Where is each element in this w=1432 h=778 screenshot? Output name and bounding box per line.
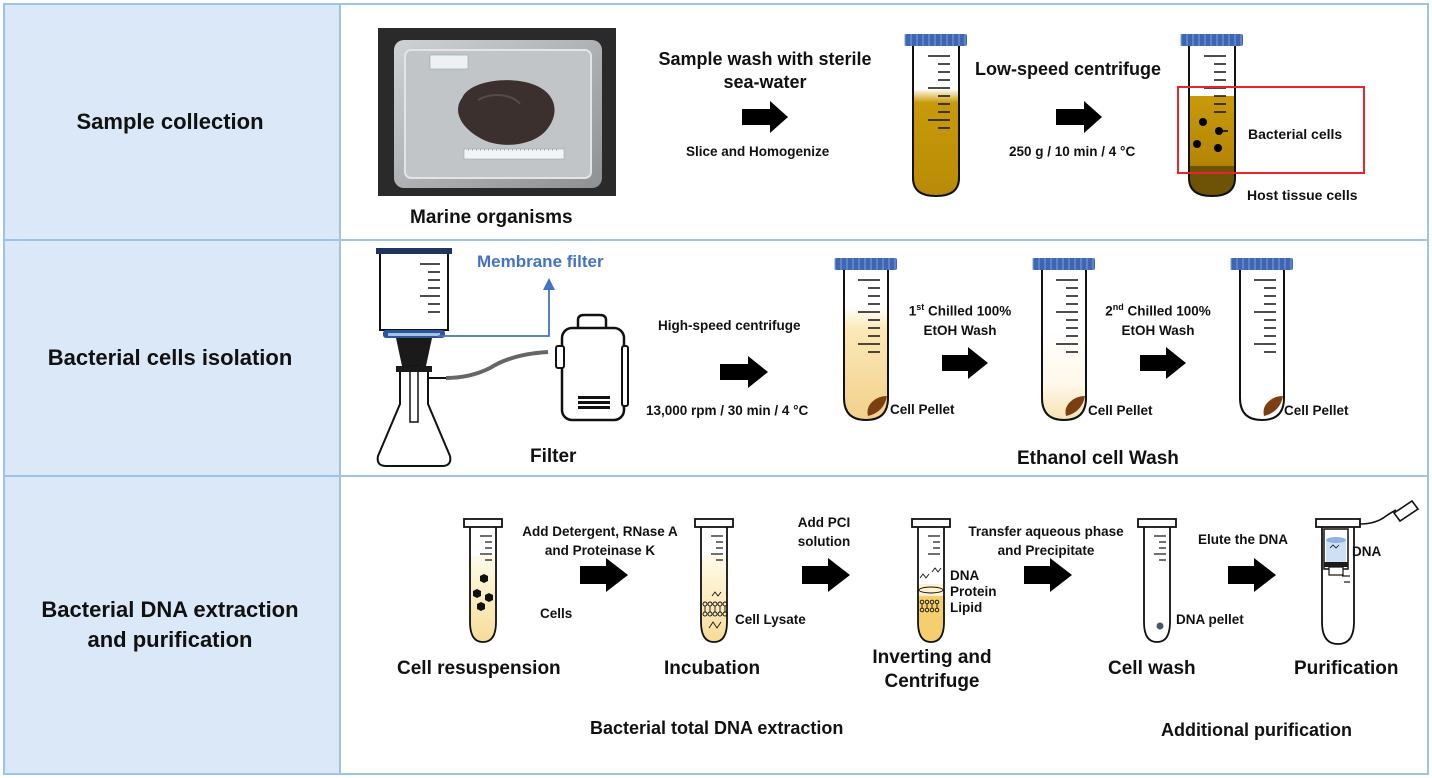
stage-cell-isolation <box>3 239 341 477</box>
stage-cells-isolation: Bacterial cells isolation <box>0 240 340 476</box>
step-3-note: Transfer aqueous phase and Precipitate <box>952 522 1140 560</box>
high-speed-params: 13,000 rpm / 30 min / 4 °C <box>646 403 809 418</box>
tube-pellet-2 <box>1032 258 1095 422</box>
high-speed-title: High-speed centrifuge <box>658 318 801 333</box>
stage-sample-collection: Sample collection <box>0 4 340 240</box>
step-2-note-line1: Add PCI <box>797 515 851 530</box>
bacterial-cells-label: Bacterial cells <box>1248 126 1343 142</box>
caption-cell-wash: Cell wash <box>1108 658 1196 679</box>
stage-cell-collection <box>3 3 341 241</box>
tube-incubation <box>694 518 734 643</box>
wash-2-ordinal: nd <box>1112 302 1124 312</box>
caption-incubation: Incubation <box>664 658 761 679</box>
tube-purification <box>1315 499 1420 645</box>
step-3-note-line2: and Precipitate <box>997 543 1095 558</box>
step-2-note: Add PCI solution <box>784 513 864 551</box>
footer-total-extraction: Bacterial total DNA extraction <box>590 718 844 738</box>
membrane-filter-label: Membrane filter <box>477 252 604 271</box>
stage-label-line1: Bacterial DNA extraction <box>41 597 299 622</box>
bacterial-cells-highlight <box>1177 86 1365 174</box>
arrow-step-3 <box>1024 558 1072 592</box>
protein-layer-label: Protein <box>950 584 997 599</box>
photo-caption: Marine organisms <box>410 207 573 228</box>
wash-2-number: 2 <box>1105 303 1113 319</box>
arrow-step-2 <box>802 558 850 592</box>
caption-resuspension: Cell resuspension <box>397 658 561 679</box>
filter-apparatus <box>376 248 629 467</box>
stage-label-line2: and purification <box>87 627 253 652</box>
wash-1-text-2: EtOH Wash <box>923 322 997 338</box>
pellet-label-3: Cell Pellet <box>1284 403 1349 418</box>
wash-1-ordinal: st <box>916 302 925 312</box>
cell-lysate-label: Cell Lysate <box>735 612 806 627</box>
low-speed-title: Low-speed centrifuge <box>975 59 1162 79</box>
wash-1-text: Chilled 100% <box>924 303 1012 319</box>
wash-1-label: 1st Chilled 100% EtOH Wash <box>898 298 1022 340</box>
lipid-layer-label: Lipid <box>950 600 983 615</box>
tube-inverting <box>911 518 951 643</box>
wash-title: Sample wash with sterile sea-water <box>658 49 872 92</box>
arrow-step-1 <box>580 558 628 592</box>
step-2-note-line2: solution <box>797 534 851 549</box>
filter-caption: Filter <box>530 446 577 467</box>
dna-column-label: DNA <box>1352 544 1382 559</box>
dna-layer-label: DNA <box>950 568 980 583</box>
tube-resuspension <box>463 518 503 643</box>
wash-2-text: Chilled 100% <box>1123 303 1211 319</box>
caption-inverting: Inverting and Centrifuge <box>860 646 1004 694</box>
caption-inverting-line1: Inverting and <box>872 647 992 668</box>
tube-pellet-1 <box>834 258 897 422</box>
dna-pellet-label: DNA pellet <box>1176 612 1244 627</box>
arrow-high-speed <box>720 356 768 388</box>
tube-homogenized <box>904 34 967 198</box>
arrow-step-4 <box>1228 558 1276 592</box>
step-1-note-line1: Add Detergent, RNase A <box>522 524 678 539</box>
tube-cell-wash <box>1137 518 1177 643</box>
stage-label: Sample collection <box>76 109 264 134</box>
caption-inverting-line2: Centrifuge <box>884 671 980 692</box>
step-1-note: Add Detergent, RNase A and Proteinase K <box>508 522 692 560</box>
arrow-low-speed <box>1056 101 1102 133</box>
pellet-label-2: Cell Pellet <box>1088 403 1153 418</box>
stage-dna-extraction: Bacterial DNA extraction and purificatio… <box>0 476 340 774</box>
low-speed-params: 250 g / 10 min / 4 °C <box>1009 144 1136 159</box>
tube-pellet-3 <box>1230 258 1293 422</box>
content-cell-extraction <box>339 475 1429 775</box>
step-4-note: Elute the DNA <box>1198 532 1289 547</box>
arrow-wash <box>742 101 788 133</box>
host-cells-label: Host tissue cells <box>1247 187 1358 203</box>
wash-subtitle: Slice and Homogenize <box>686 144 830 159</box>
step-1-note-line2: and Proteinase K <box>544 543 656 558</box>
step-3-note-line1: Transfer aqueous phase <box>968 524 1124 539</box>
arrow-wash-2 <box>1140 347 1186 379</box>
pellet-label-1: Cell Pellet <box>890 402 955 417</box>
cells-label: Cells <box>540 606 573 621</box>
wash-2-label: 2nd Chilled 100% EtOH Wash <box>1096 298 1220 340</box>
ethanol-wash-caption: Ethanol cell Wash <box>1017 448 1179 469</box>
marine-organism-photo <box>378 28 616 196</box>
wash-2-text-2: EtOH Wash <box>1121 322 1195 338</box>
wash-1-number: 1 <box>908 303 917 319</box>
footer-additional-purification: Additional purification <box>1161 720 1352 740</box>
caption-purification: Purification <box>1294 658 1399 679</box>
stage-label: Bacterial cells isolation <box>47 345 293 370</box>
stage-cell-extraction <box>3 475 341 775</box>
arrow-wash-1 <box>942 347 988 379</box>
